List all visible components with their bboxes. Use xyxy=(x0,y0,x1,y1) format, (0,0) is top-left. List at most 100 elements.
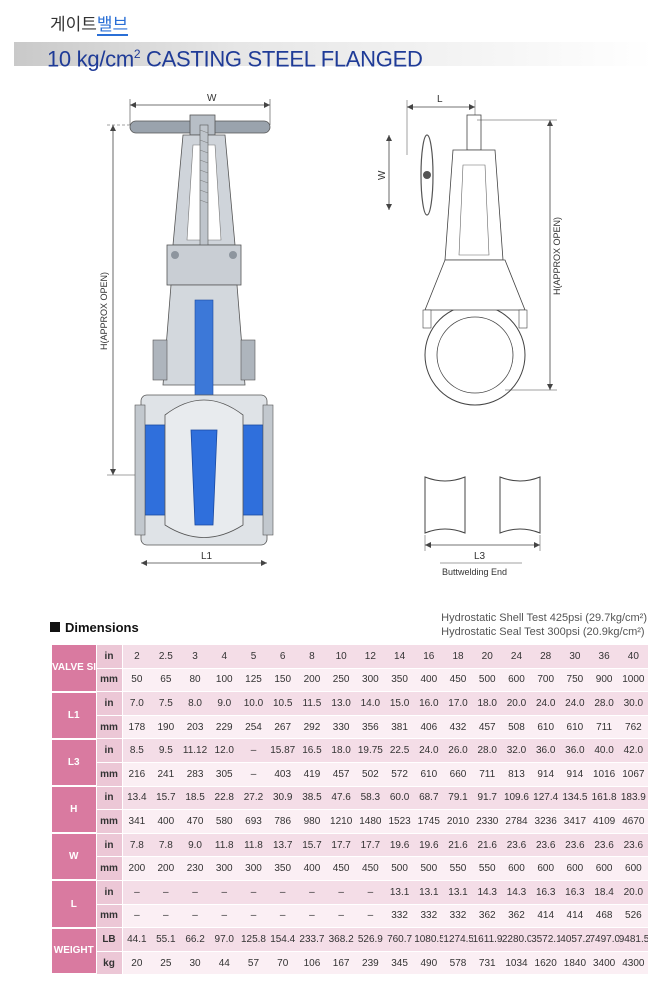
table-cell: 200 xyxy=(122,856,152,881)
table-cell: 233.7 xyxy=(297,927,327,952)
table-cell: 580 xyxy=(209,809,239,834)
table-cell: 6 xyxy=(268,644,298,669)
unit-label: mm xyxy=(96,856,123,881)
table-cell: 97.0 xyxy=(209,927,239,952)
table-cell: 11.8 xyxy=(209,832,239,857)
unit-label: in xyxy=(96,832,123,857)
table-cell: 11.5 xyxy=(297,691,327,716)
l-label: L xyxy=(437,94,443,105)
table-cell: – xyxy=(151,903,181,928)
table-cell: 167 xyxy=(326,950,356,975)
unit-label: in xyxy=(96,644,123,669)
table-cell: 8.5 xyxy=(122,738,152,763)
table-cell: 762 xyxy=(618,714,648,739)
table-cell: 80 xyxy=(180,667,210,692)
table-cell: 24.0 xyxy=(531,691,561,716)
table-cell: 14.3 xyxy=(501,879,532,905)
table-cell: 700 xyxy=(531,667,561,692)
table-cell: 2330 xyxy=(472,809,502,834)
dimensions-table: VALVE SIZEin22.5345681012141618202428303… xyxy=(52,643,648,976)
table-cell: 20.0 xyxy=(501,691,532,716)
table-cell: 914 xyxy=(531,761,561,787)
unit-label: mm xyxy=(96,714,123,739)
table-cell: 4057.2 xyxy=(560,927,590,952)
table-cell: 241 xyxy=(151,761,181,787)
table-cell: 125.8 xyxy=(238,927,269,952)
table-cell: 18 xyxy=(443,644,473,669)
table-cell: 14 xyxy=(384,644,415,669)
table-cell: 250 xyxy=(326,667,356,692)
table-cell: 127.4 xyxy=(531,785,561,810)
valve-section-drawing: W H(APPROX OPEN) L1 xyxy=(99,93,274,566)
table-cell: 1274.5 xyxy=(443,927,473,952)
table-cell: 18.4 xyxy=(589,879,619,905)
table-cell: 3400 xyxy=(589,950,619,975)
dimensions-table-body: VALVE SIZEin22.5345681012141618202428303… xyxy=(52,643,648,976)
table-cell: 154.4 xyxy=(268,927,298,952)
unit-label: kg xyxy=(96,950,123,975)
table-cell: – xyxy=(268,879,298,905)
table-cell: 7.8 xyxy=(151,832,181,857)
table-cell: 362 xyxy=(501,903,532,928)
table-cell: 28 xyxy=(531,644,561,669)
table-cell: 600 xyxy=(560,856,590,881)
table-cell: 40 xyxy=(618,644,648,669)
table-cell: – xyxy=(238,879,269,905)
table-cell: 350 xyxy=(268,856,298,881)
table-cell: 230 xyxy=(180,856,210,881)
table-cell: 914 xyxy=(560,761,590,787)
table-cell: 200 xyxy=(297,667,327,692)
table-cell: 150 xyxy=(268,667,298,692)
table-cell: 70 xyxy=(268,950,298,975)
table-cell: 356 xyxy=(355,714,385,739)
table-cell: 305 xyxy=(209,761,239,787)
table-cell: 65 xyxy=(151,667,181,692)
table-cell: 36.0 xyxy=(560,738,590,763)
table-cell: 332 xyxy=(414,903,444,928)
table-cell: 40.0 xyxy=(589,738,619,763)
table-cell: 660 xyxy=(443,761,473,787)
table-cell: 432 xyxy=(443,714,473,739)
table-cell: 600 xyxy=(531,856,561,881)
table-cell: 26.0 xyxy=(443,738,473,763)
unit-label: mm xyxy=(96,761,123,787)
table-cell: 36 xyxy=(589,644,619,669)
table-cell: 470 xyxy=(180,809,210,834)
table-cell: 16.5 xyxy=(297,738,327,763)
table-cell: – xyxy=(122,879,152,905)
table-cell: 2784 xyxy=(501,809,532,834)
table-cell: 11.12 xyxy=(180,738,210,763)
table-cell: 9.0 xyxy=(180,832,210,857)
subtitle-sup: 2 xyxy=(133,47,141,61)
group-label: L1 xyxy=(52,691,97,740)
table-cell: – xyxy=(326,879,356,905)
table-cell: 368.2 xyxy=(326,927,356,952)
table-cell: – xyxy=(297,879,327,905)
table-cell: 345 xyxy=(384,950,415,975)
table-cell: 20.0 xyxy=(618,879,648,905)
table-cell: 292 xyxy=(297,714,327,739)
table-cell: 47.6 xyxy=(326,785,356,810)
table-cell: 7.8 xyxy=(122,832,152,857)
table-cell: 91.7 xyxy=(472,785,502,810)
table-cell: 400 xyxy=(151,809,181,834)
table-cell: 750 xyxy=(560,667,590,692)
table-cell: 22.5 xyxy=(384,738,415,763)
table-cell: 813 xyxy=(501,761,532,787)
table-cell: 10 xyxy=(326,644,356,669)
table-cell: 15.7 xyxy=(151,785,181,810)
table-cell: – xyxy=(122,903,152,928)
table-cell: 760.7 xyxy=(384,927,415,952)
table-cell: 23.6 xyxy=(560,832,590,857)
table-cell: 786 xyxy=(268,809,298,834)
table-cell: 3 xyxy=(180,644,210,669)
table-cell: 1840 xyxy=(560,950,590,975)
table-cell: 1210 xyxy=(326,809,356,834)
table-cell: 490 xyxy=(414,950,444,975)
